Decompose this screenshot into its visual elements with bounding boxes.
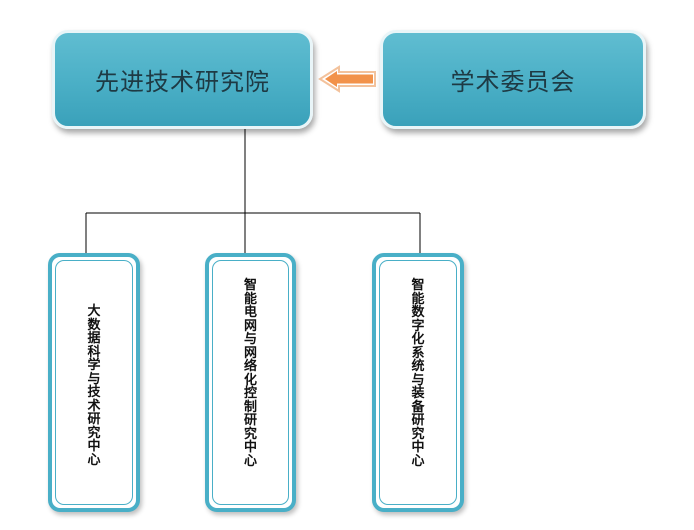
academic-committee-label: 学术委员会	[450, 68, 576, 96]
academic-committee-box: 学术委员会	[380, 30, 646, 129]
big-data-research-center-box: 大数据科学与技术研究中心	[48, 253, 140, 512]
smart-grid-research-center-label: 智能电网与网络化控制研究中心	[243, 278, 257, 469]
big-data-research-center-inner: 大数据科学与技术研究中心	[55, 260, 133, 505]
digital-systems-research-center-label: 智能数字化系统与装备研究中心	[411, 278, 425, 469]
big-data-research-center-label: 大数据科学与技术研究中心	[87, 304, 101, 468]
advanced-tech-institute-label: 先进技术研究院	[95, 68, 270, 96]
smart-grid-research-center-inner: 智能电网与网络化控制研究中心	[212, 260, 289, 505]
left-arrow-icon	[318, 65, 376, 93]
digital-systems-research-center-box: 智能数字化系统与装备研究中心	[372, 253, 464, 512]
advanced-tech-institute-box: 先进技术研究院	[52, 30, 313, 129]
smart-grid-research-center-box: 智能电网与网络化控制研究中心	[205, 253, 296, 512]
digital-systems-research-center-inner: 智能数字化系统与装备研究中心	[379, 260, 457, 505]
